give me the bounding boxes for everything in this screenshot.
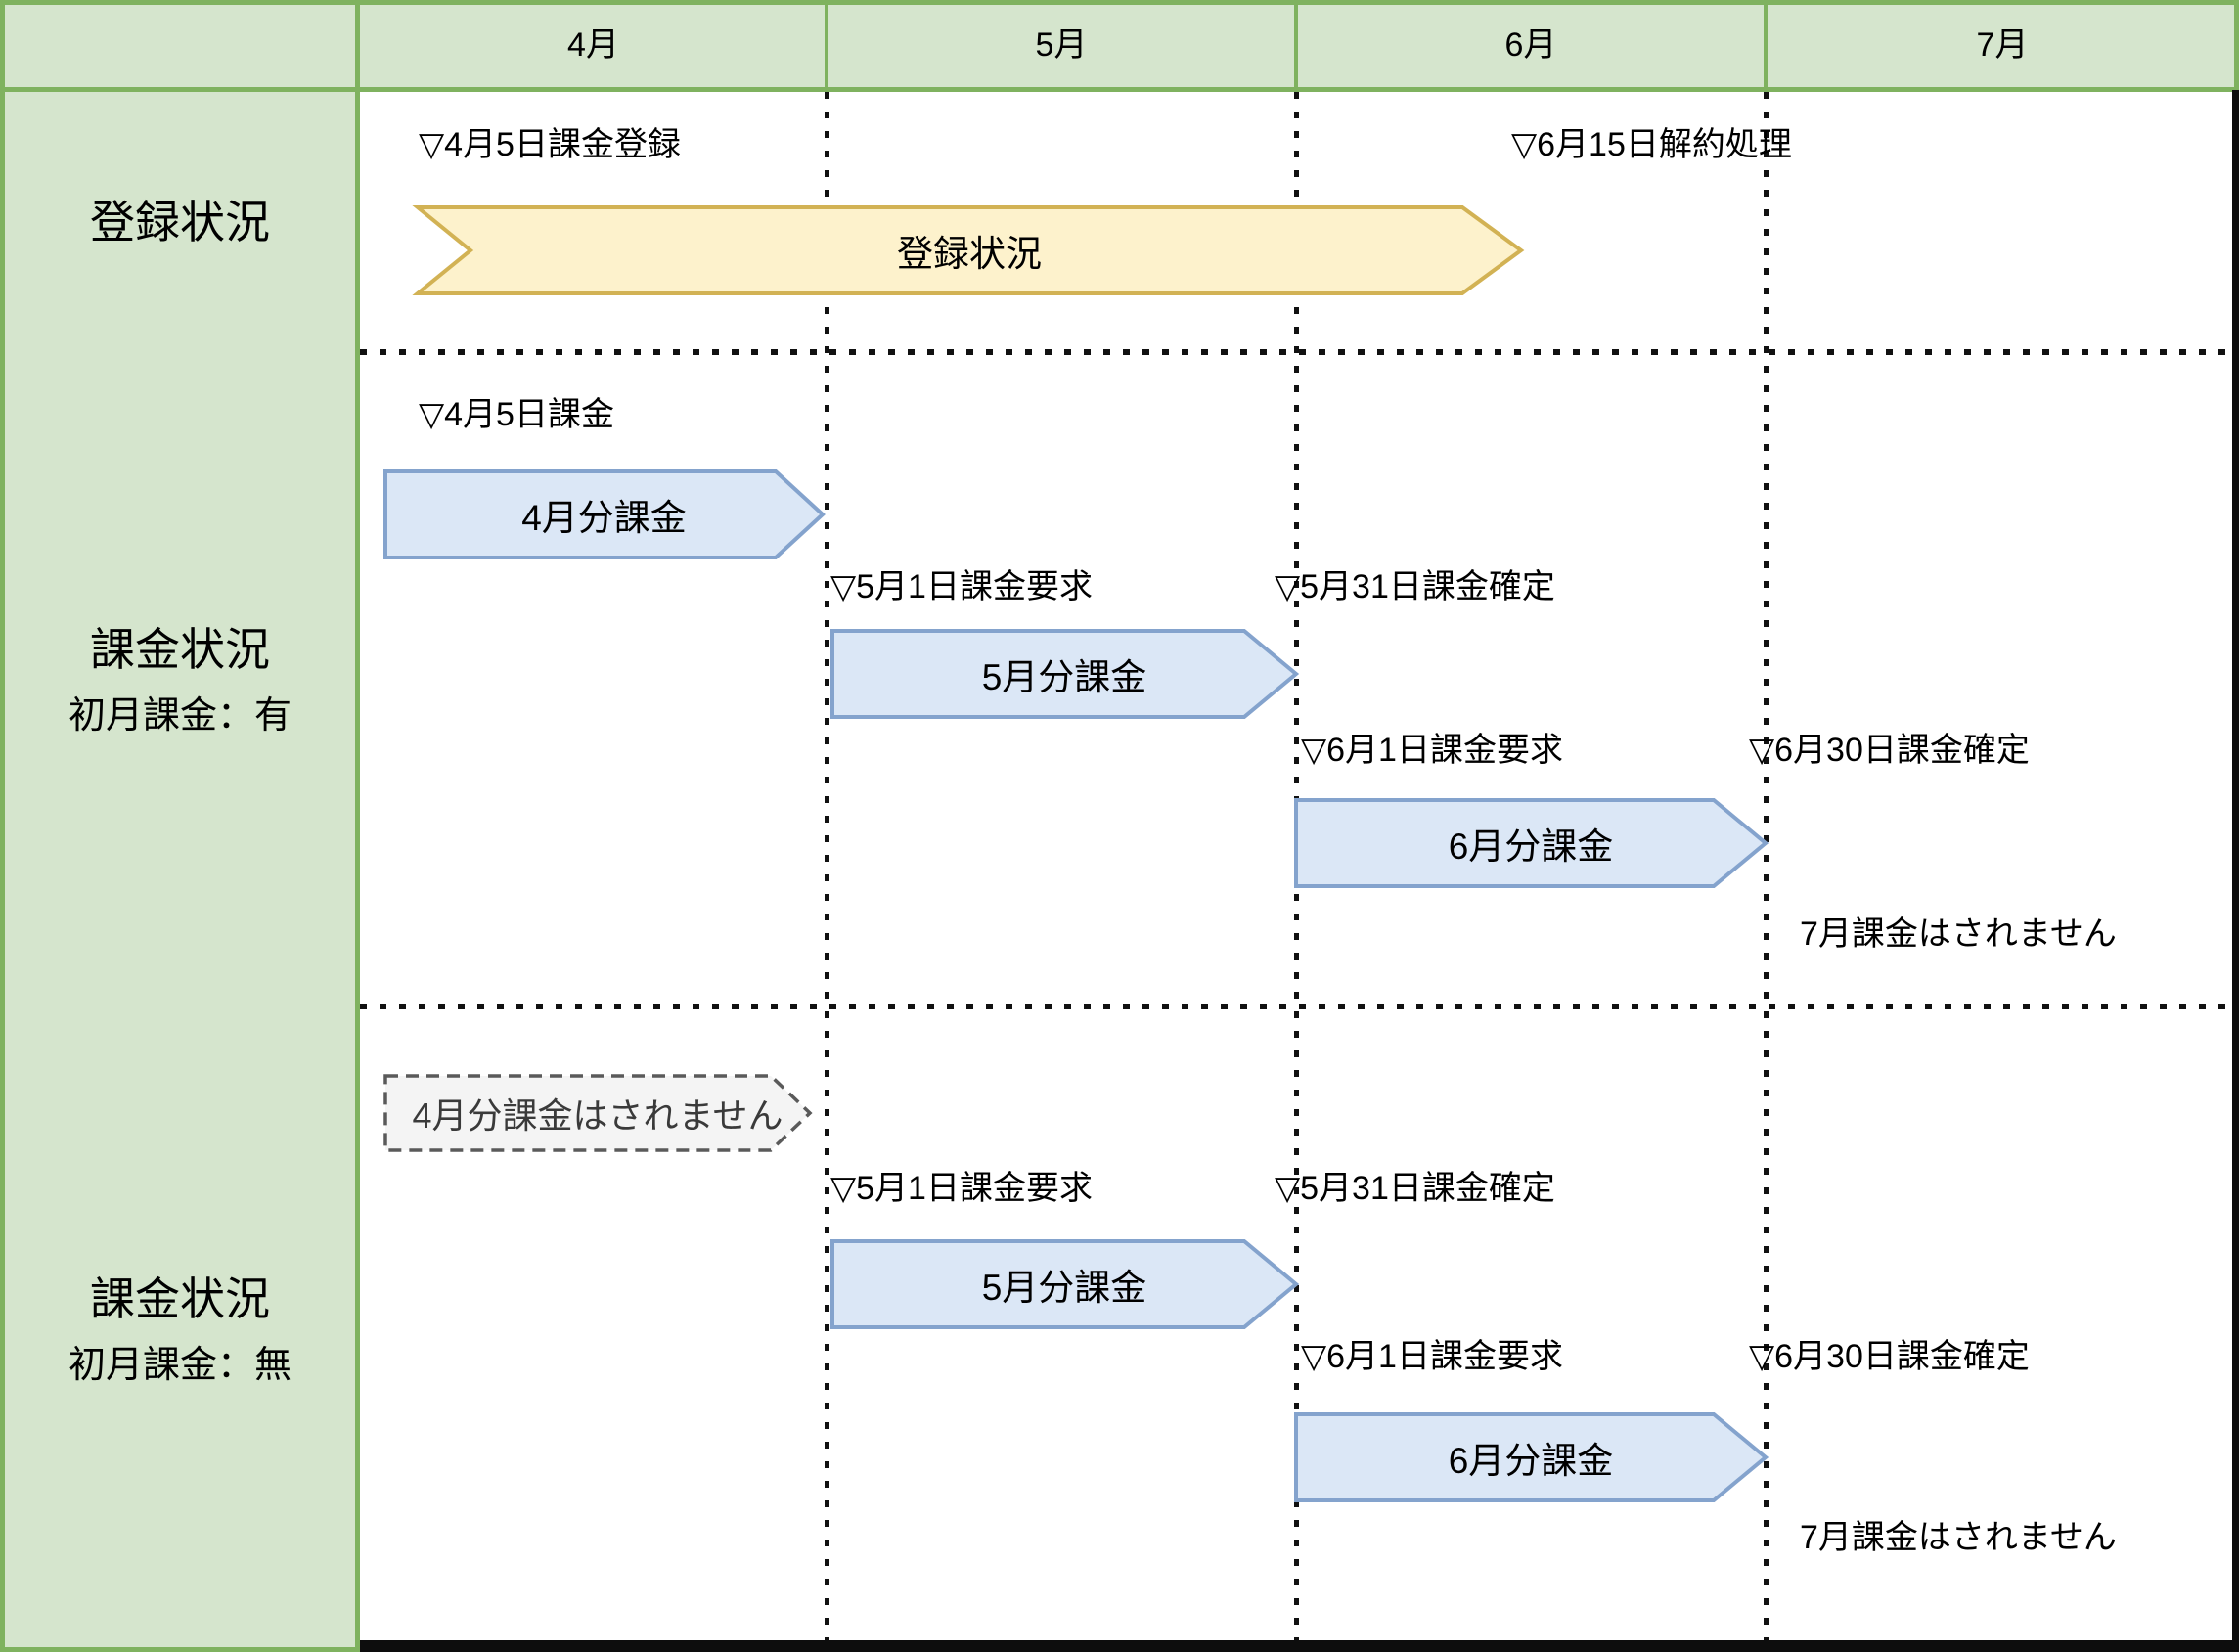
- milestone-jun30-confirm-with: ▽6月30日課金確定: [1749, 732, 2030, 769]
- header-divider-apr-may: [825, 0, 828, 90]
- row-label-billing-yes-subtitle: 初月課金：有: [67, 694, 291, 737]
- milestone-may1-request-with: ▽5月1日課金要求: [830, 568, 1093, 605]
- header-right-border: [2234, 0, 2239, 90]
- label-column-bottom-border: [0, 1647, 360, 1652]
- june-billing-without-shape: [1294, 1412, 1769, 1502]
- row-label-column-background: [0, 90, 360, 1652]
- row-label-billing-first-month-no: 課金状況 初月課金：無: [0, 1007, 360, 1652]
- month-header-may: 5月: [1035, 26, 1088, 64]
- month-header-june: 6月: [1504, 26, 1557, 64]
- header-bottom-border: [0, 87, 2239, 92]
- milestone-jun30-confirm-without: ▽6月30日課金確定: [1749, 1338, 2030, 1375]
- gridline-may-start: [825, 92, 829, 1640]
- bar-june-billing-without-label: 6月分課金: [1448, 1441, 1614, 1481]
- april-billing-shape: [383, 469, 826, 559]
- bar-june-billing-with: 6月分課金: [1294, 798, 1769, 888]
- bar-may-billing-with-label: 5月分課金: [981, 657, 1147, 697]
- bar-registration-label: 登録状況: [897, 234, 1042, 274]
- bar-april-no-charge-label: 4月分課金はされません: [412, 1095, 784, 1136]
- bar-may-billing-with: 5月分課金: [830, 629, 1300, 719]
- row-label-billing-first-month-yes: 課金状況 初月課金：有: [0, 353, 360, 1007]
- month-header-july: 7月: [1976, 26, 2029, 64]
- bar-june-billing-without: 6月分課金: [1294, 1412, 1769, 1502]
- milestone-jun1-request-without: ▽6月1日課金要求: [1301, 1338, 1563, 1375]
- note-july-no-charge-without: 7月課金はされません: [1800, 1519, 2117, 1556]
- milestone-apr5-charge: ▽4月5日課金: [419, 396, 614, 433]
- row-label-registration: 登録状況: [0, 90, 360, 353]
- bar-april-billing-label: 4月分課金: [521, 498, 687, 538]
- header-divider-jun-jul: [1764, 0, 1768, 90]
- milestone-jun15-cancellation: ▽6月15日解約処理: [1511, 126, 1792, 163]
- header-row-background: [0, 0, 2239, 90]
- label-column-right-border: [355, 0, 360, 1652]
- milestone-may31-confirm-without: ▽5月31日課金確定: [1275, 1170, 1555, 1207]
- row-label-registration-title: 登録状況: [90, 196, 270, 247]
- plot-right-border: [2232, 90, 2239, 1652]
- row-label-billing-no-subtitle: 初月課金：無: [67, 1344, 291, 1386]
- plot-bottom-border: [360, 1640, 2239, 1652]
- bar-april-no-charge: 4月分課金はされません: [383, 1074, 813, 1152]
- header-divider-may-jun: [1294, 0, 1298, 90]
- bar-may-billing-without-label: 5月分課金: [981, 1268, 1147, 1308]
- row-label-billing-yes-title: 課金状況: [90, 623, 270, 675]
- table-left-border: [0, 0, 5, 1652]
- note-july-no-charge-with: 7月課金はされません: [1800, 915, 2117, 953]
- bar-registration-period: 登録状況: [412, 205, 1525, 295]
- bar-april-billing: 4月分課金: [383, 469, 826, 559]
- bar-june-billing-with-label: 6月分課金: [1448, 826, 1614, 867]
- table-top-border: [0, 0, 2239, 5]
- milestone-jun1-request-with: ▽6月1日課金要求: [1301, 732, 1563, 769]
- row-label-billing-no-title: 課金状況: [90, 1272, 270, 1324]
- bar-may-billing-without: 5月分課金: [830, 1239, 1300, 1329]
- milestone-may31-confirm-with: ▽5月31日課金確定: [1275, 568, 1555, 605]
- gridline-row1-row2-separator: [360, 349, 2239, 355]
- june-billing-with-shape: [1294, 798, 1769, 888]
- milestone-may1-request-without: ▽5月1日課金要求: [830, 1170, 1093, 1207]
- gridline-july-start: [1764, 92, 1769, 1640]
- gridline-row2-row3-separator: [360, 1004, 2239, 1009]
- month-header-april: 4月: [567, 26, 619, 64]
- registration-chevron-shape: [412, 205, 1525, 295]
- april-no-charge-shape: [383, 1074, 813, 1152]
- may-billing-without-shape: [830, 1239, 1300, 1329]
- milestone-apr5-registration: ▽4月5日課金登録: [419, 126, 681, 163]
- may-billing-with-shape: [830, 629, 1300, 719]
